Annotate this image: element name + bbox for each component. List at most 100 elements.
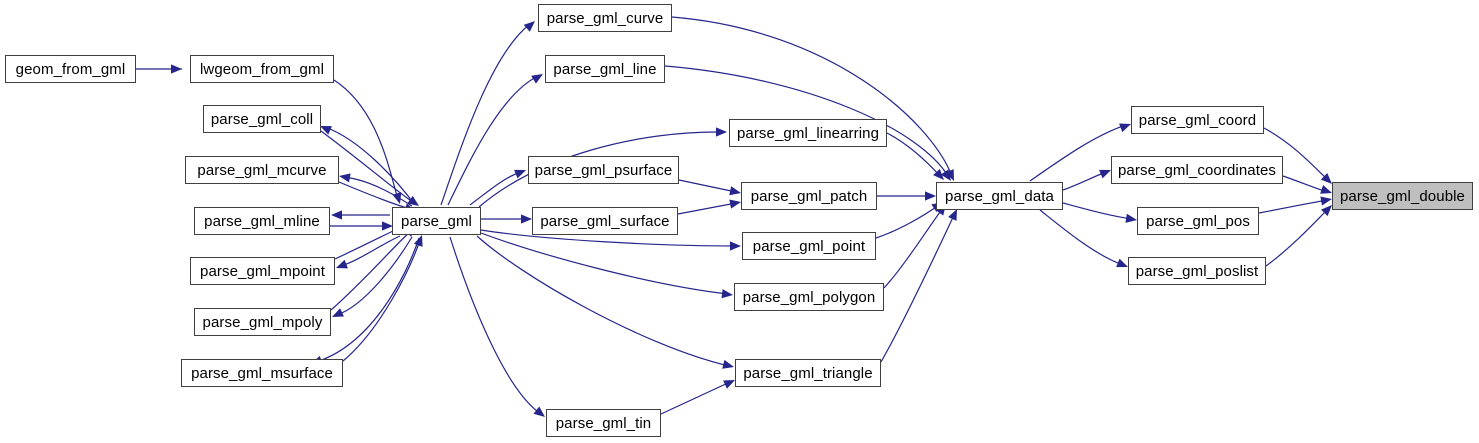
node-label-parse_gml_surface: parse_gml_surface: [540, 212, 670, 230]
node-parse_gml_curve[interactable]: parse_gml_curve: [538, 4, 672, 32]
node-label-parse_gml_msurface: parse_gml_msurface: [191, 364, 333, 382]
edge-parse_gml_data-to-parse_gml_coordinates: [1062, 171, 1107, 191]
node-label-parse_gml_tin: parse_gml_tin: [555, 414, 652, 432]
arrowhead-parse_gml_data-to-parse_gml_pos: [1125, 213, 1137, 223]
arrowhead-parse_gml-to-parse_gml_mcurve: [339, 173, 351, 183]
arrowhead-parse_gml_poslist-to-parse_gml_double: [1321, 205, 1332, 217]
arrowhead-parse_gml_line-to-parse_gml_data: [940, 169, 951, 181]
arrowhead-parse_gml-to-parse_gml_surface: [521, 214, 532, 224]
arrowhead-parse_gml_data-to-parse_gml_poslist: [1116, 258, 1128, 268]
arrowhead-parse_gml_psurface-to-parse_gml_patch: [729, 186, 741, 196]
arrowhead-lwgeom_from_gml-to-parse_gml: [392, 192, 402, 204]
edge-parse_gml_mcurve-to-parse_gml: [338, 181, 412, 210]
node-parse_gml[interactable]: parse_gml: [392, 207, 481, 235]
node-parse_gml_coord[interactable]: parse_gml_coord: [1131, 106, 1264, 134]
node-label-parse_gml_double: parse_gml_double: [1339, 187, 1466, 205]
node-label-parse_gml_coordinates: parse_gml_coordinates: [1117, 161, 1277, 179]
node-label-parse_gml: parse_gml: [401, 212, 472, 230]
node-parse_gml_msurface[interactable]: parse_gml_msurface: [181, 359, 343, 387]
arrowhead-geom_from_gml-to-lwgeom_from_gml: [171, 64, 182, 74]
node-label-parse_gml_patch: parse_gml_patch: [750, 187, 868, 205]
edge-parse_gml_poslist-to-parse_gml_double: [1265, 208, 1329, 267]
node-label-parse_gml_linearring: parse_gml_linearring: [736, 124, 880, 142]
arrowhead-parse_gml-to-parse_gml_triangle: [722, 359, 734, 369]
node-parse_gml_poslist[interactable]: parse_gml_poslist: [1128, 257, 1266, 285]
arrowhead-parse_gml_pos-to-parse_gml_double: [1320, 196, 1332, 206]
node-parse_gml_surface[interactable]: parse_gml_surface: [532, 207, 678, 235]
edge-parse_gml_linearring-to-parse_gml_data: [886, 132, 941, 177]
edge-parse_gml_pos-to-parse_gml_double: [1258, 199, 1328, 214]
arrowhead-parse_gml-to-parse_gml_curve: [523, 21, 535, 32]
node-parse_gml_mpoint[interactable]: parse_gml_mpoint: [190, 257, 335, 285]
edge-parse_gml-to-parse_gml_curve: [440, 23, 531, 206]
node-label-parse_gml_curve: parse_gml_curve: [546, 9, 664, 27]
node-label-parse_gml_mpoly: parse_gml_mpoly: [202, 313, 323, 331]
node-parse_gml_polygon[interactable]: parse_gml_polygon: [734, 283, 884, 311]
edge-parse_gml-to-parse_gml_mpoly: [336, 236, 413, 316]
arrowhead-parse_gml-to-parse_gml_point: [729, 241, 741, 251]
arrowhead-parse_gml_curve-to-parse_gml_data: [945, 169, 954, 181]
arrowhead-parse_gml_coll-to-parse_gml: [407, 195, 419, 206]
arrowhead-parse_gml_patch-to-parse_gml_data: [925, 191, 936, 201]
node-label-parse_gml_data: parse_gml_data: [945, 187, 1054, 205]
node-label-parse_gml_polygon: parse_gml_polygon: [742, 288, 876, 306]
node-label-parse_gml_mline: parse_gml_mline: [204, 212, 320, 230]
edge-parse_gml_data-to-parse_gml_pos: [1062, 202, 1133, 220]
edge-parse_gml_psurface-to-parse_gml_patch: [678, 179, 737, 193]
edge-parse_gml-to-parse_gml_line: [447, 75, 539, 206]
edge-parse_gml_curve-to-parse_gml_data: [671, 16, 953, 177]
node-label-parse_gml_coll: parse_gml_coll: [210, 110, 314, 128]
arrowhead-parse_gml_msurface-to-parse_gml: [413, 235, 423, 247]
edge-parse_gml-to-parse_gml_psurface: [469, 171, 522, 206]
node-label-lwgeom_from_gml: lwgeom_from_gml: [199, 60, 325, 78]
node-parse_gml_mcurve[interactable]: parse_gml_mcurve: [185, 156, 339, 184]
node-label-geom_from_gml: geom_from_gml: [15, 60, 126, 78]
edge-parse_gml_tin-to-parse_gml_triangle: [660, 381, 731, 415]
node-label-parse_gml_triangle: parse_gml_triangle: [743, 364, 873, 382]
node-parse_gml_triangle[interactable]: parse_gml_triangle: [735, 359, 881, 387]
node-label-parse_gml_point: parse_gml_point: [752, 237, 866, 255]
arrowhead-parse_gml_triangle-to-parse_gml_data: [948, 209, 957, 221]
arrowhead-parse_gml_coordinates-to-parse_gml_double: [1320, 185, 1332, 194]
arrowhead-parse_gml-to-parse_gml_mpoint: [336, 259, 348, 269]
node-parse_gml_data[interactable]: parse_gml_data: [936, 182, 1063, 210]
node-label-parse_gml_poslist: parse_gml_poslist: [1135, 262, 1259, 280]
arrowhead-parse_gml_linearring-to-parse_gml_data: [933, 168, 944, 180]
node-lwgeom_from_gml[interactable]: lwgeom_from_gml: [190, 55, 334, 83]
edge-parse_gml_surface-to-parse_gml_patch: [677, 202, 737, 215]
edge-parse_gml_polygon-to-parse_gml_data: [883, 207, 944, 289]
node-parse_gml_patch[interactable]: parse_gml_patch: [741, 182, 877, 210]
edge-parse_gml_mpoly-to-parse_gml: [330, 229, 413, 311]
node-parse_gml_linearring[interactable]: parse_gml_linearring: [729, 119, 887, 147]
arrowhead-parse_gml_surface-to-parse_gml_patch: [729, 199, 741, 209]
node-label-parse_gml_mcurve: parse_gml_mcurve: [197, 161, 327, 179]
node-parse_gml_pos[interactable]: parse_gml_pos: [1137, 207, 1259, 235]
node-parse_gml_point[interactable]: parse_gml_point: [742, 232, 876, 260]
edge-parse_gml_msurface-to-parse_gml: [342, 239, 421, 362]
edge-parse_gml_point-to-parse_gml_data: [875, 204, 940, 239]
node-geom_from_gml[interactable]: geom_from_gml: [5, 55, 136, 83]
node-parse_gml_coll[interactable]: parse_gml_coll: [203, 105, 321, 133]
arrowhead-parse_gml-to-parse_gml_mline: [331, 210, 342, 220]
node-label-parse_gml_pos: parse_gml_pos: [1146, 212, 1250, 230]
edge-parse_gml-to-parse_gml_mpoint: [340, 235, 401, 267]
node-label-parse_gml_mpoint: parse_gml_mpoint: [200, 262, 325, 280]
arrowhead-parse_gml-to-parse_gml_psurface: [514, 169, 526, 179]
node-label-parse_gml_psurface: parse_gml_psurface: [534, 161, 673, 179]
arrowhead-parse_gml_data-to-parse_gml_coordinates: [1099, 169, 1111, 179]
edge-parse_gml-to-parse_gml_tin: [449, 236, 542, 415]
arrowhead-parse_gml_coord-to-parse_gml_double: [1320, 173, 1332, 184]
arrowhead-parse_gml-to-parse_gml_tin: [533, 406, 545, 417]
node-parse_gml_psurface[interactable]: parse_gml_psurface: [528, 156, 679, 184]
node-parse_gml_line[interactable]: parse_gml_line: [545, 55, 665, 83]
node-parse_gml_tin[interactable]: parse_gml_tin: [546, 409, 661, 437]
edge-parse_gml-to-parse_gml_mcurve: [343, 176, 413, 207]
node-parse_gml_coordinates[interactable]: parse_gml_coordinates: [1111, 156, 1283, 184]
arrowhead-parse_gml-to-parse_gml_polygon: [721, 289, 733, 299]
edge-parse_gml_coordinates-to-parse_gml_double: [1282, 175, 1328, 193]
node-parse_gml_mpoly[interactable]: parse_gml_mpoly: [194, 308, 331, 336]
node-parse_gml_mline[interactable]: parse_gml_mline: [194, 207, 330, 235]
arrowhead-parse_gml-to-parse_gml_line: [531, 74, 543, 84]
edge-parse_gml_data-to-parse_gml_poslist: [1039, 209, 1124, 266]
node-parse_gml_double[interactable]: parse_gml_double: [1332, 182, 1473, 210]
